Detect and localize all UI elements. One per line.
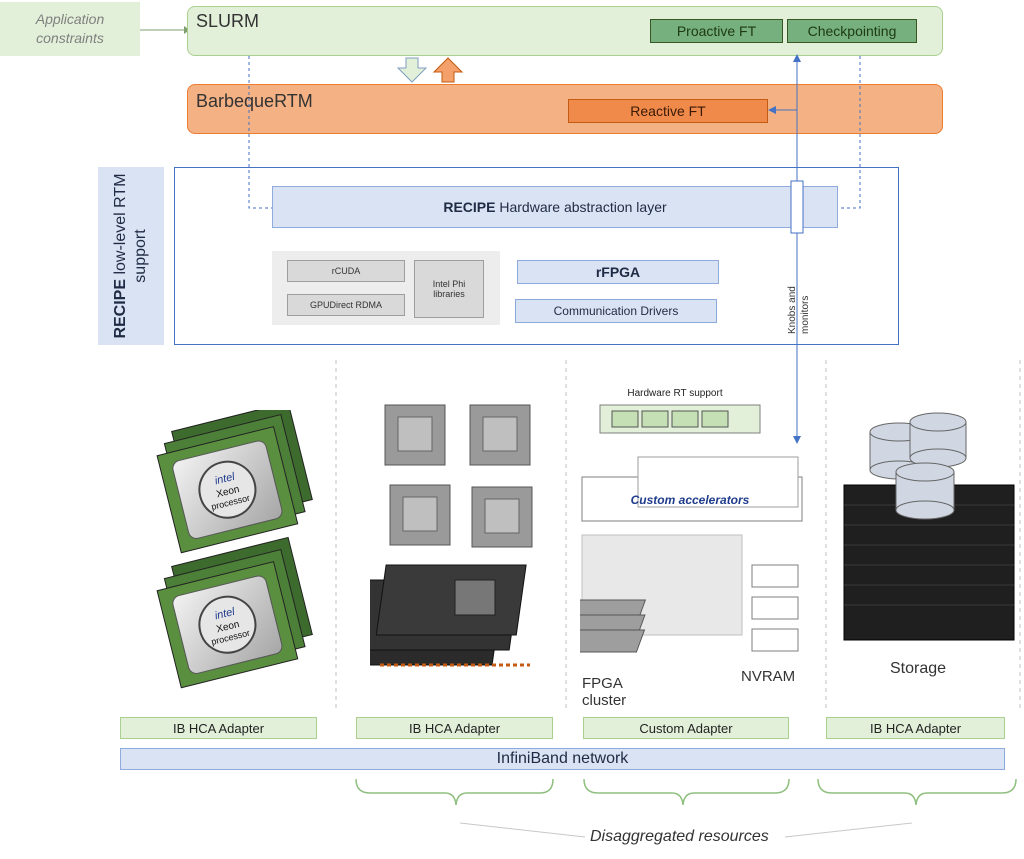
recipe-low-level-rtm-label: RECIPE low-level RTM support <box>98 167 164 345</box>
storage-illustration <box>843 412 1015 641</box>
hardware-abstraction-layer: RECIPE Hardware abstraction layer <box>272 186 838 228</box>
custom-accelerators-label: Custom accelerators <box>630 493 750 507</box>
rfpga-box: rFPGA <box>517 260 719 284</box>
database-icon <box>869 412 967 520</box>
nvram-label: NVRAM <box>741 668 796 685</box>
reactive-ft-box: Reactive FT <box>568 99 768 123</box>
slurm-title: SLURM <box>196 11 260 31</box>
fpga-illustration <box>580 404 803 653</box>
svg-text:Xeon: Xeon <box>215 619 240 635</box>
up-arrow-icon <box>432 57 464 83</box>
accelerators-illustration <box>370 404 533 667</box>
knobs-and-monitors-label: Knobs and monitors <box>787 286 811 334</box>
svg-text:intel: intel <box>214 471 237 488</box>
proactive-ft-box: Proactive FT <box>650 19 783 43</box>
hardware-rt-support-label: Hardware RT support <box>627 388 723 399</box>
disaggregated-braces <box>355 778 1017 838</box>
application-constraints-label: Application constraints <box>0 2 140 56</box>
adapter-gpu: IB HCA Adapter <box>356 717 553 739</box>
disaggregated-resources-label: Disaggregated resources <box>590 828 769 845</box>
adapter-storage: IB HCA Adapter <box>826 717 1005 739</box>
checkpointing-box: Checkpointing <box>787 19 917 43</box>
storage-label: Storage <box>890 660 947 677</box>
xeon-processors-illustration: intel Xeon processor intel Xeon processo… <box>156 410 313 689</box>
adapter-custom: Custom Adapter <box>583 717 789 739</box>
hal-bold: RECIPE <box>443 199 496 215</box>
app-constraints-line2: constraints <box>36 30 104 46</box>
recipe-frame <box>174 167 899 345</box>
down-arrow-icon <box>396 57 428 83</box>
barbeque-rtm-layer: BarbequeRTM Reactive FT <box>187 84 943 134</box>
intel-phi-box: Intel Phi libraries <box>414 260 484 318</box>
xeon-chip-top: intel Xeon processor <box>156 410 313 554</box>
adapter-cpu: IB HCA Adapter <box>120 717 317 739</box>
hal-rest: Hardware abstraction layer <box>495 199 667 215</box>
slurm-layer: SLURM Proactive FT Checkpointing <box>187 6 943 56</box>
slurm-bbq-arrows <box>396 57 464 83</box>
app-constraints-line1: Application <box>35 11 105 27</box>
rcuda-box: rCUDA <box>287 260 405 282</box>
gpu-libraries-group: rCUDA GPUDirect RDMA Intel Phi libraries <box>272 251 500 325</box>
fpga-cluster-label: FPGA cluster <box>582 675 627 709</box>
gpudirect-box: GPUDirect RDMA <box>287 294 405 316</box>
svg-text:intel: intel <box>214 606 237 623</box>
svg-text:Xeon: Xeon <box>215 484 240 500</box>
infiniband-network: InfiniBand network <box>120 748 1005 770</box>
xeon-chip-bottom: intel Xeon processor <box>156 536 313 689</box>
gpu-cards <box>370 564 530 667</box>
communication-drivers-box: Communication Drivers <box>515 299 717 323</box>
bbq-title: BarbequeRTM <box>196 91 313 111</box>
